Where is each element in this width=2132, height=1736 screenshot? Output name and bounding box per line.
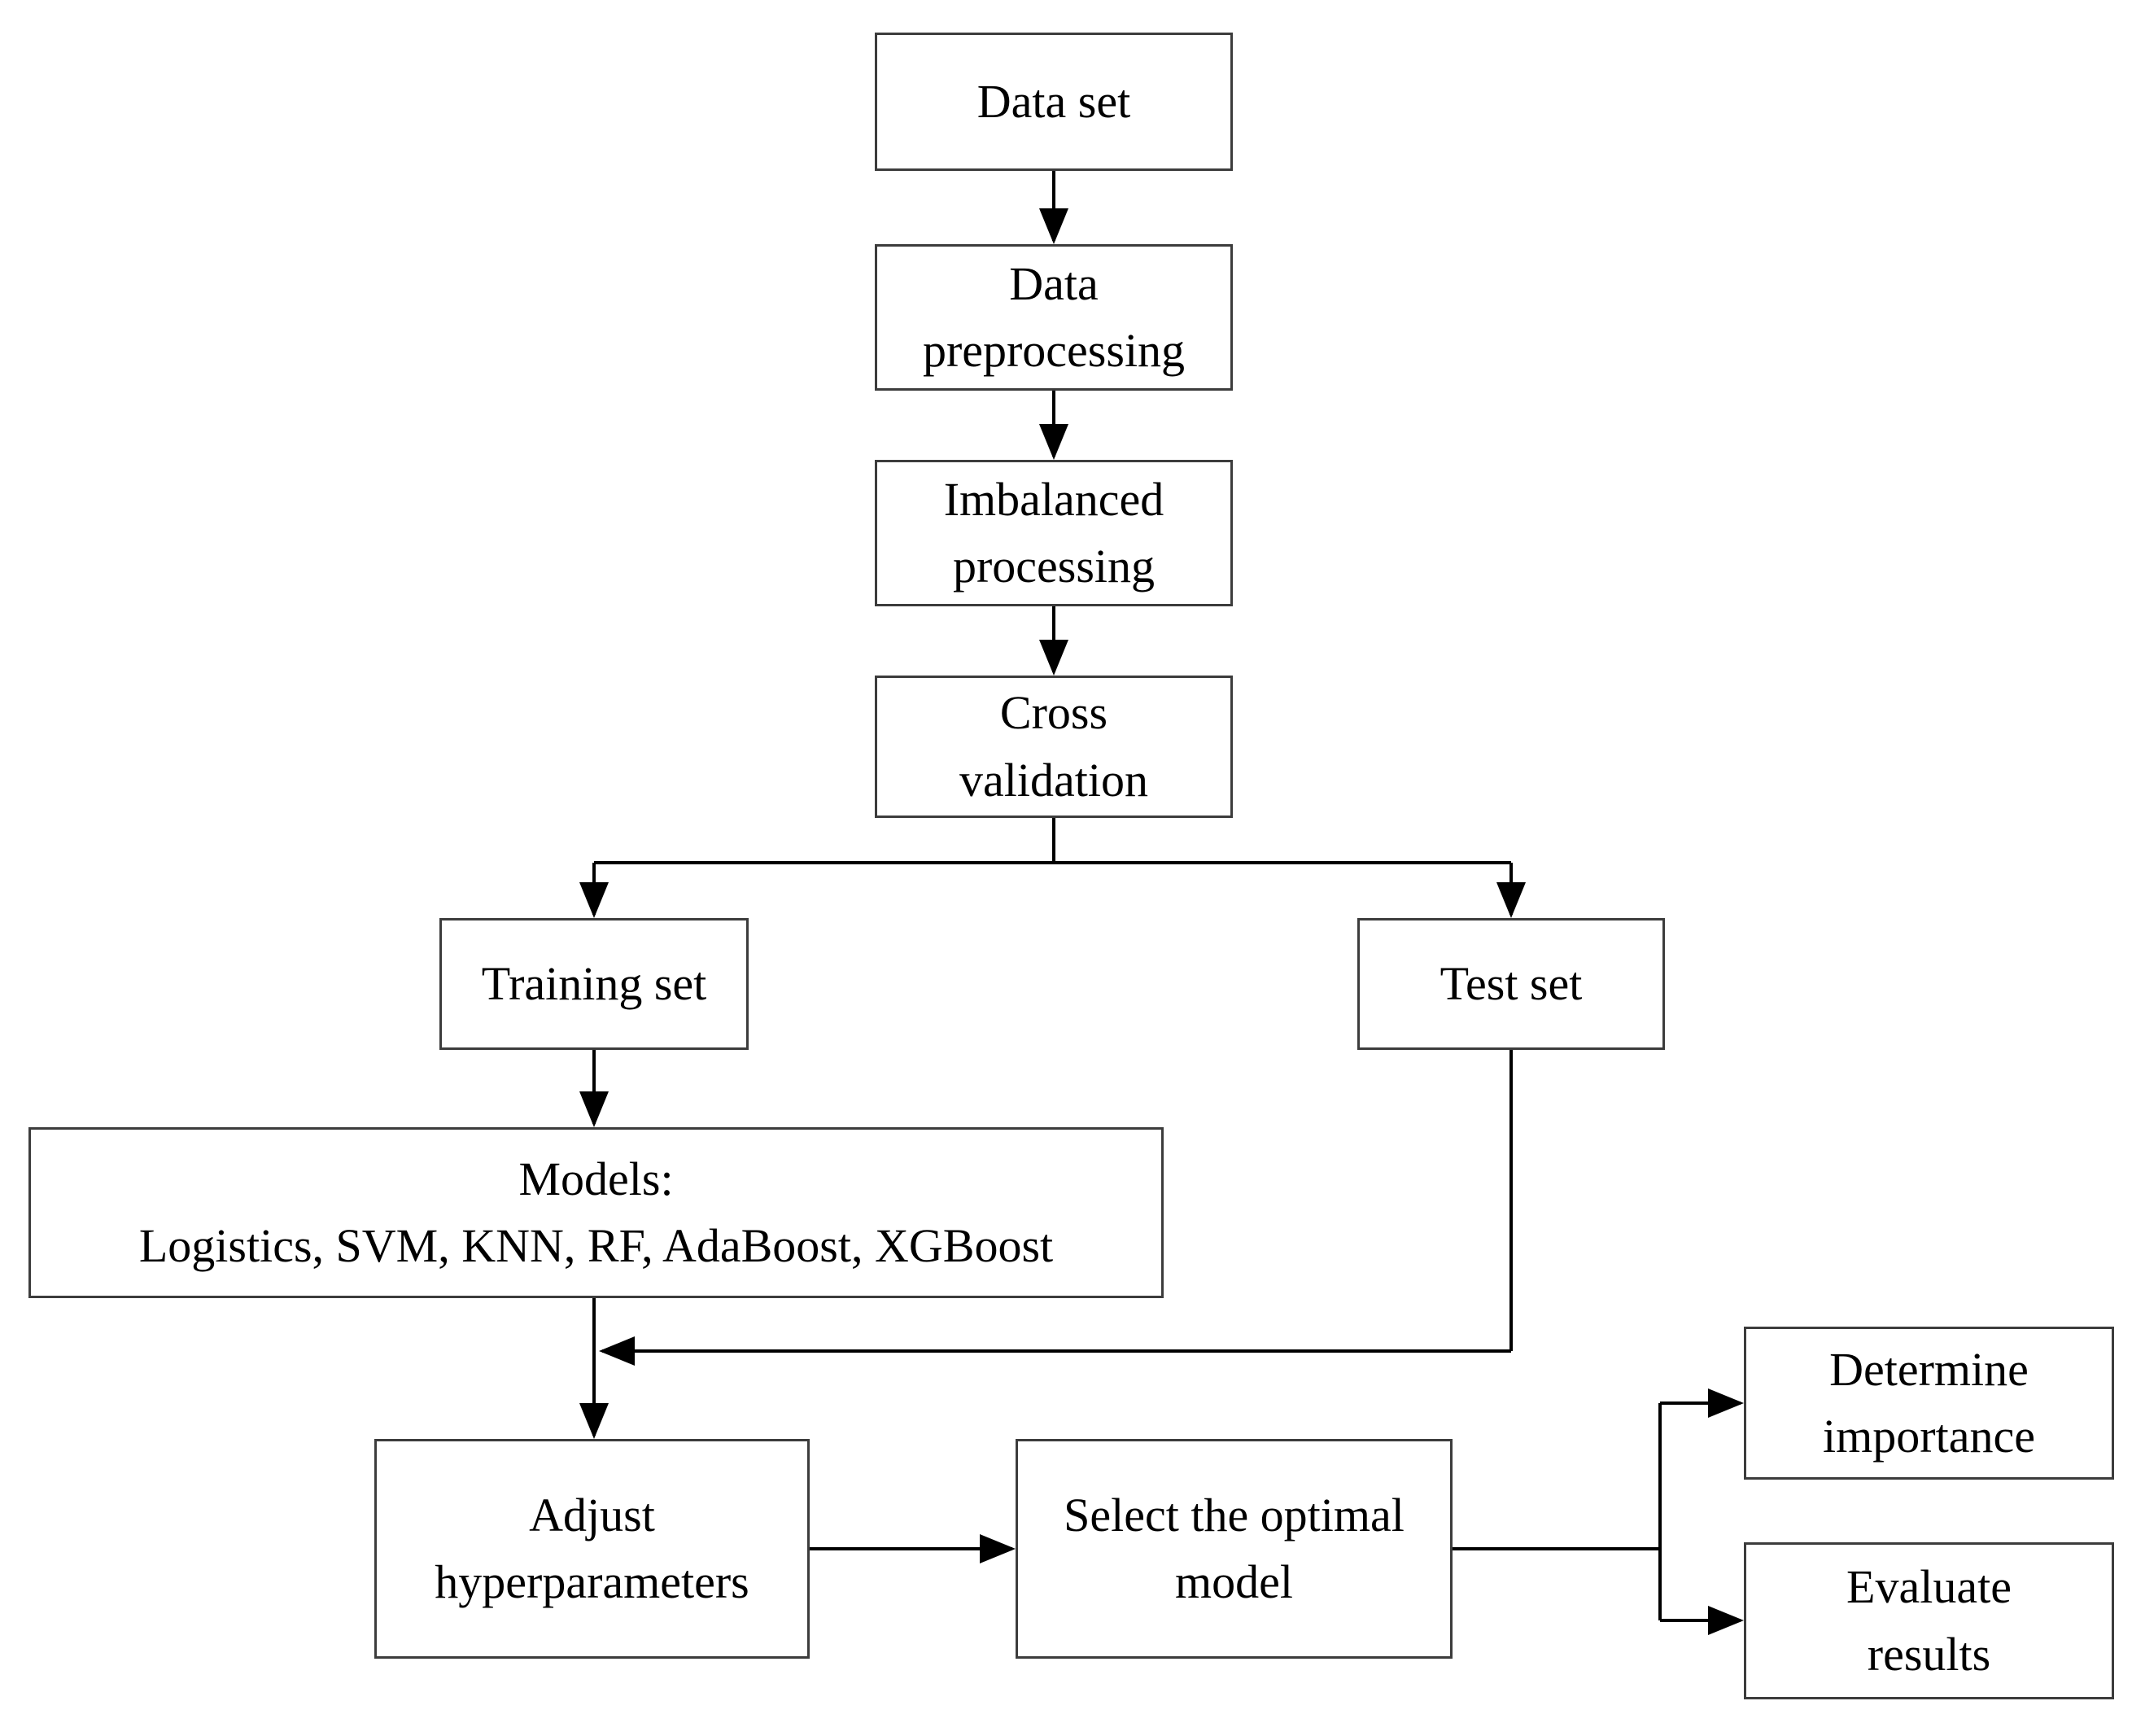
node-cross-validation: Cross validation bbox=[875, 676, 1233, 818]
node-determine-importance-label: Determine importance bbox=[1823, 1342, 2035, 1463]
node-models-label: Models: Logistics, SVM, KNN, RF, AdaBoos… bbox=[138, 1152, 1054, 1272]
node-determine-importance: Determine importance bbox=[1744, 1327, 2114, 1480]
node-evaluate-results-label: Evaluate results bbox=[1846, 1560, 2012, 1681]
node-adjust-hyperparameters-label: Adjust hyperparameters bbox=[435, 1488, 749, 1608]
node-imbalanced-processing-label: Imbalanced processing bbox=[943, 472, 1164, 593]
node-models: Models: Logistics, SVM, KNN, RF, AdaBoos… bbox=[28, 1127, 1164, 1298]
node-select-optimal-model: Select the optimal model bbox=[1016, 1439, 1453, 1659]
node-training-set: Training set bbox=[439, 918, 749, 1050]
node-test-set-label: Test set bbox=[1440, 956, 1583, 1010]
node-data-preprocessing: Data preprocessing bbox=[875, 244, 1233, 391]
node-test-set: Test set bbox=[1357, 918, 1665, 1050]
node-data-set: Data set bbox=[875, 33, 1233, 171]
node-data-preprocessing-label: Data preprocessing bbox=[922, 256, 1186, 377]
node-cross-validation-label: Cross validation bbox=[959, 686, 1148, 807]
node-adjust-hyperparameters: Adjust hyperparameters bbox=[374, 1439, 810, 1659]
node-data-set-label: Data set bbox=[976, 74, 1131, 128]
node-training-set-label: Training set bbox=[481, 956, 707, 1010]
node-evaluate-results: Evaluate results bbox=[1744, 1542, 2114, 1699]
node-imbalanced-processing: Imbalanced processing bbox=[875, 460, 1233, 606]
node-select-optimal-model-label: Select the optimal model bbox=[1064, 1488, 1405, 1608]
